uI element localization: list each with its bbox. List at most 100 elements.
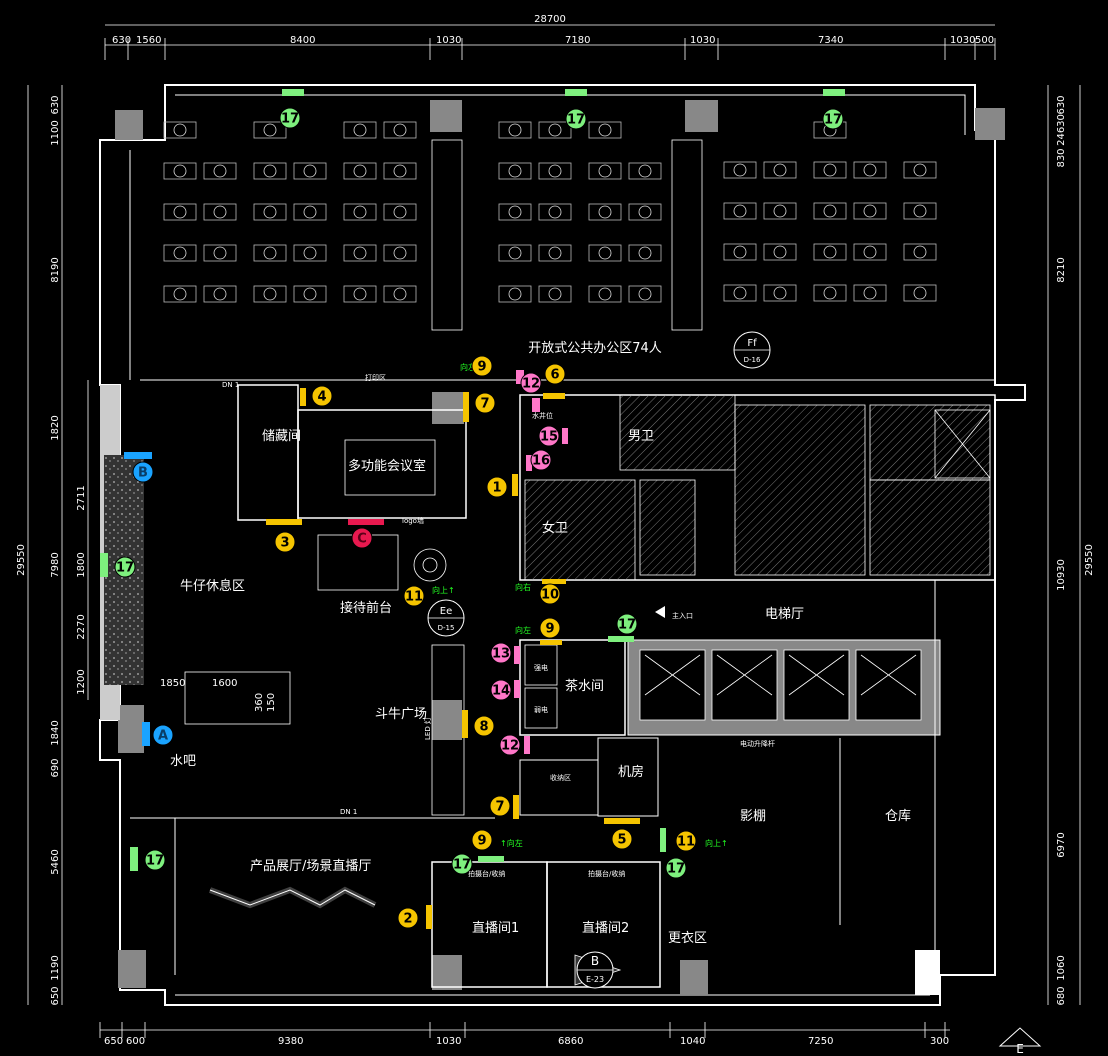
marker-label: B (138, 466, 148, 481)
dim-top-2: 8400 (290, 35, 315, 46)
room-pantry: 茶水间 (565, 678, 604, 694)
marker-pink-13: 13 (490, 642, 512, 664)
marker-label: 9 (477, 834, 486, 849)
marker-label: 11 (405, 590, 423, 605)
dim-right-0: 630 (1056, 95, 1067, 114)
marker-green-17: 17 (665, 857, 687, 879)
marker-circle (520, 372, 542, 394)
section-ff-id: Ff (747, 338, 757, 349)
label-dn1-top: DN 1 (222, 381, 239, 389)
dim-bottom-1: 600 (126, 1036, 145, 1047)
marker-circle (675, 830, 697, 852)
dim-right-2: 830 (1056, 148, 1067, 167)
core-area: 男卫 女卫 水井位 (519, 394, 996, 581)
label-live-stand-2: 拍摄台/收纳 (588, 869, 625, 878)
marker-green-17: 17 (114, 556, 136, 578)
label-strong-power: 强电 (534, 663, 548, 672)
service-area: 强电 弱电 茶水间 收纳区 机房 影棚 仓库 (519, 580, 936, 950)
marker-circle (539, 583, 561, 605)
dim-left-10: 2270 (76, 614, 87, 639)
marker-circle (144, 849, 166, 871)
section-ff-ref: D-16 (744, 356, 761, 364)
marker-label: 14 (492, 684, 510, 699)
room-live2: 直播间2 (582, 921, 629, 936)
label-weak-power: 弱电 (534, 705, 548, 714)
dim-top-1: 1560 (136, 35, 161, 46)
dim-left-15: 690 (50, 758, 61, 777)
marker-label: 17 (567, 113, 585, 128)
marker-yellow-9: 9 (471, 355, 493, 377)
marker-label: 9 (477, 360, 486, 375)
marker-label: 3 (280, 536, 289, 551)
marker-yellow-2: 2 (397, 907, 419, 929)
marker-circle (274, 531, 296, 553)
marker-circle (499, 734, 521, 756)
marker-circle (538, 425, 560, 447)
marker-label: 4 (317, 390, 326, 405)
open-office: 开放式公共办公区74人 打印区 (140, 121, 995, 382)
dim-right-1: 24630 (1056, 114, 1067, 146)
marker-yellow-7: 7 (474, 392, 496, 414)
marker-yellow-11: 11 (403, 585, 425, 607)
marker-label: 12 (501, 739, 519, 754)
room-reception: 接待前台 (340, 600, 392, 616)
outer-walls (99, 84, 1026, 1006)
label-water-well: 水井位 (532, 411, 553, 420)
marker-label: 12 (522, 377, 540, 392)
marker-yellow-7: 7 (489, 795, 511, 817)
showroom-area: 产品展厅/场景直播厅 直播间1 直播间2 拍摄台/收纳 拍摄台/收纳 更衣区 (130, 817, 707, 988)
marker-label: 17 (667, 862, 685, 877)
column (915, 950, 940, 995)
dim-left-0: 630 (50, 95, 61, 114)
marker-label: 8 (479, 720, 488, 735)
dimensions-right: 29550 630 24630 830 8210 10930 6970 1060… (1047, 85, 1095, 1006)
marker-label: 17 (281, 112, 299, 127)
room-machine: 机房 (618, 764, 644, 780)
column (432, 955, 462, 990)
marker-circle (152, 724, 174, 746)
dim-left-17: 1190 (50, 955, 61, 980)
section-ee-id: Ee (440, 606, 452, 617)
dim-bottom-2: 9380 (278, 1036, 303, 1047)
dim-right-3: 8210 (1056, 257, 1067, 282)
marker-circle (822, 108, 844, 130)
marker-green-17: 17 (451, 853, 473, 875)
marker-label: 17 (146, 854, 164, 869)
dim-bottom-4: 6860 (558, 1036, 583, 1047)
section-ee-ref: D-15 (438, 624, 455, 632)
marker-label: 5 (617, 833, 626, 848)
marker-circle (539, 617, 561, 639)
room-lounge: 牛仔休息区 (180, 578, 245, 594)
dim-top-5: 1030 (690, 35, 715, 46)
column (975, 108, 1005, 140)
marker-circle (490, 642, 512, 664)
marker-circle (530, 449, 552, 471)
column (685, 100, 718, 132)
dim-left-12: 1200 (76, 669, 87, 694)
dim-bottom-5: 1040 (680, 1036, 705, 1047)
marker-circle (544, 363, 566, 385)
direction-left-3: ↑向左 (500, 838, 523, 848)
dim-top-8: 500 (975, 35, 994, 46)
label-logo-wall: logo墙 (402, 516, 424, 525)
section-b-ref: E-23 (586, 975, 604, 984)
section-b-id: B (591, 954, 599, 968)
marker-pink-16: 16 (530, 449, 552, 471)
direction-left-2: 向左 (515, 625, 531, 635)
dim-right-7: 680 (1056, 986, 1067, 1005)
marker-circle (471, 829, 493, 851)
marker-circle (397, 907, 419, 929)
marker-pink-12: 12 (520, 372, 542, 394)
marker-label: 1 (492, 481, 501, 496)
marker-yellow-11: 11 (675, 830, 697, 852)
marker-label: 9 (545, 622, 554, 637)
marker-yellow-3: 3 (274, 531, 296, 553)
room-plaza: 斗牛广场 (375, 707, 427, 722)
room-showroom: 产品展厅/场景直播厅 (250, 859, 371, 874)
marker-red-C: C (351, 527, 373, 549)
dim-left-2: 8190 (50, 257, 61, 282)
marker-circle (611, 828, 633, 850)
marker-label: 17 (824, 113, 842, 128)
marker-label: 11 (677, 835, 695, 850)
